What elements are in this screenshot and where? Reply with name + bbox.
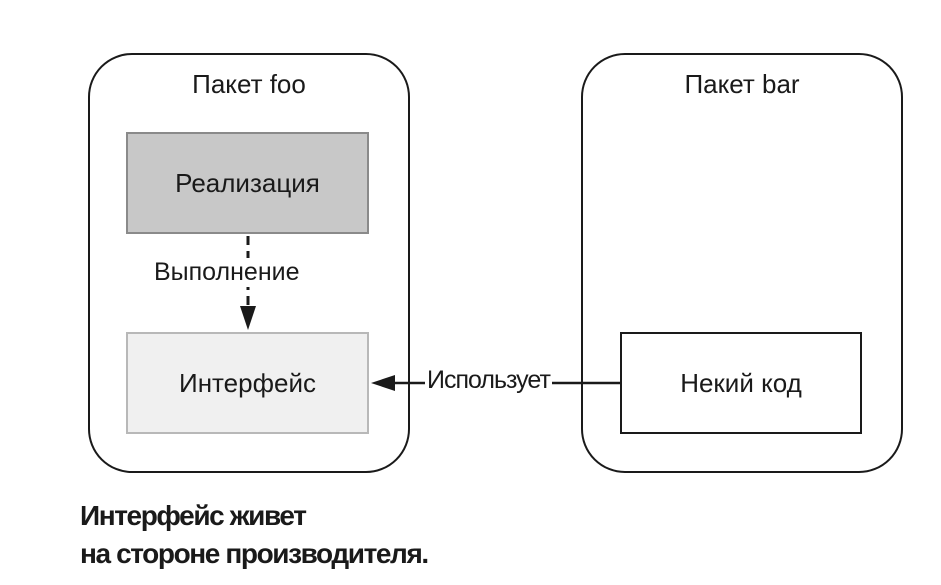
package-foo-title: Пакет foo (192, 69, 306, 99)
some-code-label: Некий код (680, 367, 802, 398)
interface-label: Интерфейс (179, 367, 316, 398)
implements-arrowhead (240, 306, 256, 330)
implementation-label: Реализация (175, 167, 320, 198)
uses-label: Использует (425, 366, 552, 395)
caption-line-2: на стороне производителя. (80, 538, 429, 569)
uses-arrowhead (371, 375, 395, 391)
caption-line-1: Интерфейс живет (80, 500, 307, 531)
package-bar-title: Пакет bar (684, 69, 800, 99)
caption: Интерфейс живет на стороне производителя… (80, 497, 429, 573)
implements-label: Выполнение (150, 258, 304, 287)
implementation-box: Реализация (126, 132, 369, 234)
some-code-box: Некий код (620, 332, 862, 434)
interface-box: Интерфейс (126, 332, 369, 434)
